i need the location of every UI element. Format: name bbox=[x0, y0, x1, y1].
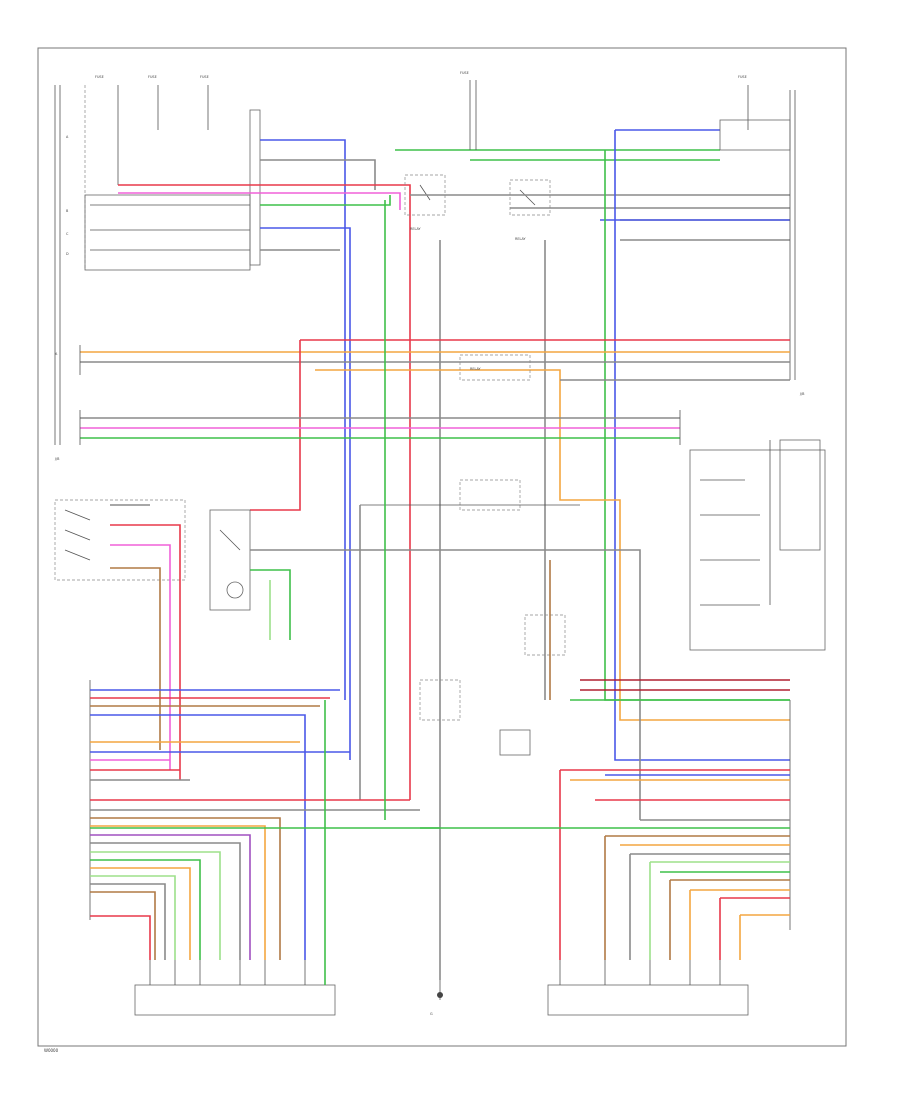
center-right-wires bbox=[395, 129, 790, 241]
triple-bundle bbox=[79, 410, 681, 445]
bottom-right-connector bbox=[420, 679, 791, 960]
svg-text:A: A bbox=[55, 352, 58, 356]
center-lower-relay bbox=[359, 479, 580, 800]
right-relay: RELAY bbox=[509, 179, 551, 241]
footer-code: W0000 bbox=[44, 1048, 59, 1053]
svg-text:RELAY: RELAY bbox=[470, 367, 482, 371]
svg-text:FUSE: FUSE bbox=[148, 75, 157, 79]
junction-right-label: J/B bbox=[799, 392, 805, 396]
bottom-left-components bbox=[134, 700, 336, 1016]
pin-b-label: B bbox=[66, 209, 69, 213]
svg-text:RELAY: RELAY bbox=[515, 237, 527, 241]
center-relay: RELAY bbox=[404, 174, 446, 231]
pin-d-label: D bbox=[66, 252, 69, 256]
center-switch bbox=[209, 509, 641, 820]
pin-a-label: A bbox=[66, 135, 69, 139]
right-switch-block bbox=[689, 439, 826, 651]
bottom-center-ground: G bbox=[430, 980, 443, 1016]
left-top-connector bbox=[54, 85, 251, 445]
diagram-border bbox=[37, 47, 847, 1047]
right-top-connector: FUSE bbox=[719, 75, 796, 380]
top-left-fuses: FUSE FUSE FUSE bbox=[95, 75, 261, 266]
svg-text:FUSE: FUSE bbox=[95, 75, 104, 79]
svg-text:RELAY: RELAY bbox=[410, 227, 422, 231]
svg-text:FUSE: FUSE bbox=[200, 75, 209, 79]
junction-left-label: J/B bbox=[54, 457, 60, 461]
middle-wires bbox=[80, 339, 790, 721]
pin-c-label: C bbox=[66, 232, 69, 236]
left-middle-connector: A bbox=[55, 345, 81, 375]
middle-relay: RELAY bbox=[459, 354, 531, 381]
top-wire-bundle bbox=[118, 139, 411, 800]
bottom-left-connector bbox=[89, 680, 440, 960]
bottom-right-components bbox=[547, 960, 749, 1016]
ground-label: G bbox=[430, 1012, 433, 1016]
svg-text:FUSE: FUSE bbox=[738, 75, 747, 79]
wire-blue-top bbox=[260, 139, 346, 700]
left-switch bbox=[54, 499, 186, 780]
center-verticals bbox=[384, 200, 551, 820]
svg-text:FUSE: FUSE bbox=[460, 71, 469, 75]
right-vertical-wires bbox=[439, 130, 790, 980]
top-center-fuse: FUSE bbox=[460, 71, 477, 150]
